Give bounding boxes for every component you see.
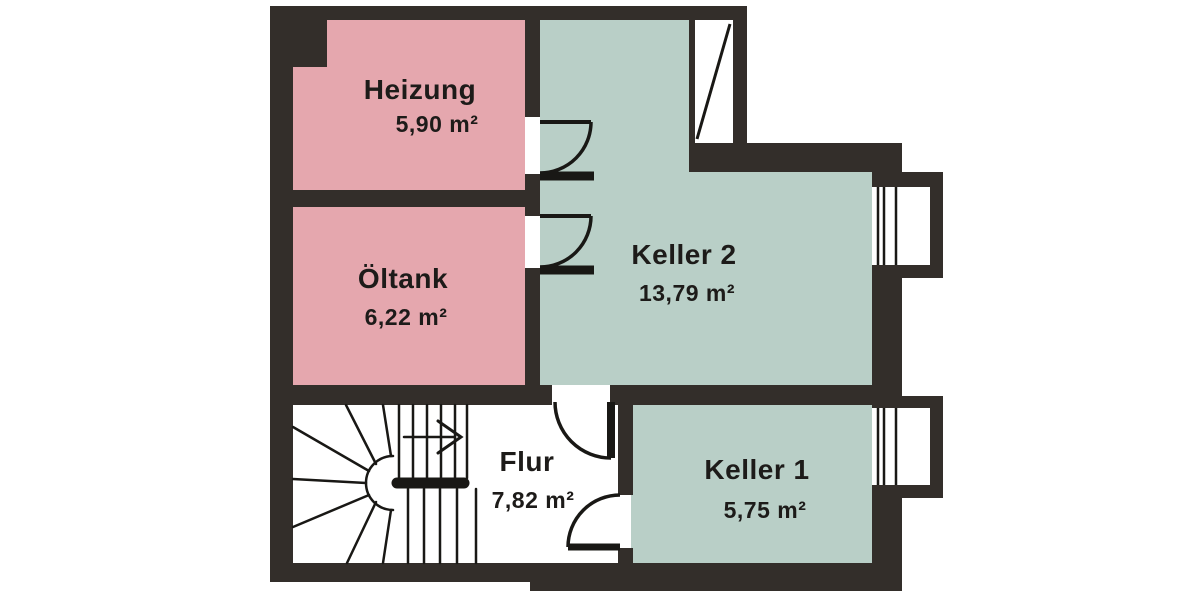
window2-opening — [872, 408, 930, 485]
wall-top — [270, 6, 747, 20]
wall-bottom-left — [270, 563, 532, 582]
wall-pink-green-b — [525, 174, 540, 216]
room-area-flur: 7,82 m² — [491, 487, 575, 513]
window1-opening — [872, 187, 930, 265]
wall-pink-green-a — [525, 6, 540, 117]
stair-winder-tread — [291, 493, 371, 529]
wall-keller1-left-b — [618, 548, 633, 564]
window2-shaft-top — [872, 396, 943, 408]
stair-winder-tread — [345, 500, 378, 565]
room-label-flur: Flur — [499, 446, 555, 477]
stair-winder-tread — [291, 425, 371, 473]
wall-keller1-left-a — [618, 405, 633, 495]
room-label-heizung: Heizung — [363, 74, 477, 105]
door-keller2-swing-arc — [553, 401, 612, 460]
walls — [270, 6, 943, 591]
door-keller1-swing-arc — [566, 493, 621, 548]
room-label-oeltank: Öltank — [357, 263, 449, 294]
wall-right-upper — [733, 6, 747, 146]
stair-winder-arc — [364, 454, 395, 512]
wall-heizung-oeltank — [270, 190, 540, 207]
staircase — [291, 403, 478, 565]
room-oeltank-fill — [293, 205, 525, 385]
window2-shaft-bottom — [872, 485, 943, 498]
stair-winder-tread — [381, 508, 393, 565]
wall-left — [270, 6, 293, 582]
window1-shaft-top — [872, 172, 943, 187]
wall-step-horizontal — [689, 143, 902, 172]
wall-flur-top-b — [610, 385, 875, 405]
wall-right-lower — [872, 498, 902, 564]
room-label-keller2: Keller 2 — [631, 239, 737, 270]
room-area-heizung: 5,90 m² — [395, 111, 479, 137]
window1-shaft-right — [930, 172, 943, 278]
window2-shaft-right — [930, 396, 943, 498]
room-heizung-fill — [293, 16, 525, 192]
wall-pink-green-c — [525, 268, 540, 385]
doors — [539, 120, 621, 551]
wall-bottom-right — [530, 563, 902, 591]
pink-rooms — [293, 16, 525, 385]
room-keller1-fill — [631, 403, 872, 564]
room-label-keller1: Keller 1 — [704, 454, 810, 485]
stair-arrow-head — [436, 419, 464, 455]
wall-flur-top-a — [270, 385, 552, 405]
chimney-diagonal-line — [695, 23, 732, 140]
room-keller2-fill-upper — [540, 20, 690, 385]
room-area-oeltank: 6,22 m² — [364, 304, 448, 330]
stair-winder-tread — [344, 403, 378, 466]
stair-winder-tread — [291, 477, 368, 485]
wall-right-middle — [872, 278, 902, 396]
stair-winder-tread — [381, 403, 393, 458]
wall-chimney-left — [689, 20, 695, 145]
window1-shaft-bottom — [872, 265, 943, 278]
green-rooms — [540, 20, 872, 564]
room-keller2-fill-lower — [690, 170, 872, 385]
window-glazing-lines — [876, 187, 898, 485]
room-area-keller1: 5,75 m² — [723, 497, 807, 523]
room-area-keller2: 13,79 m² — [638, 280, 736, 306]
